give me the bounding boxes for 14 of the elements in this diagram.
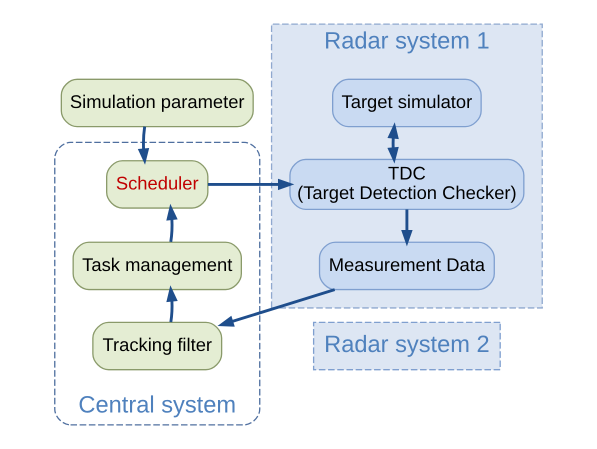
arrow: [401, 209, 413, 246]
node-box: Scheduler: [106, 160, 208, 209]
arrow: [166, 285, 178, 322]
arrow: [387, 122, 399, 164]
node-box: Measurement Data: [318, 242, 495, 290]
node-box: TDC (Target Detection Checker): [289, 158, 524, 210]
node-box: Tracking filter: [92, 322, 222, 370]
arrow: [208, 178, 294, 190]
node-box: Task management: [72, 242, 242, 290]
node-box: Radar system 2: [312, 322, 501, 370]
arrow: [138, 126, 150, 165]
node-box: Simulation parameter: [60, 78, 254, 128]
arrow: [166, 204, 178, 242]
node-box: Target simulator: [332, 78, 482, 128]
